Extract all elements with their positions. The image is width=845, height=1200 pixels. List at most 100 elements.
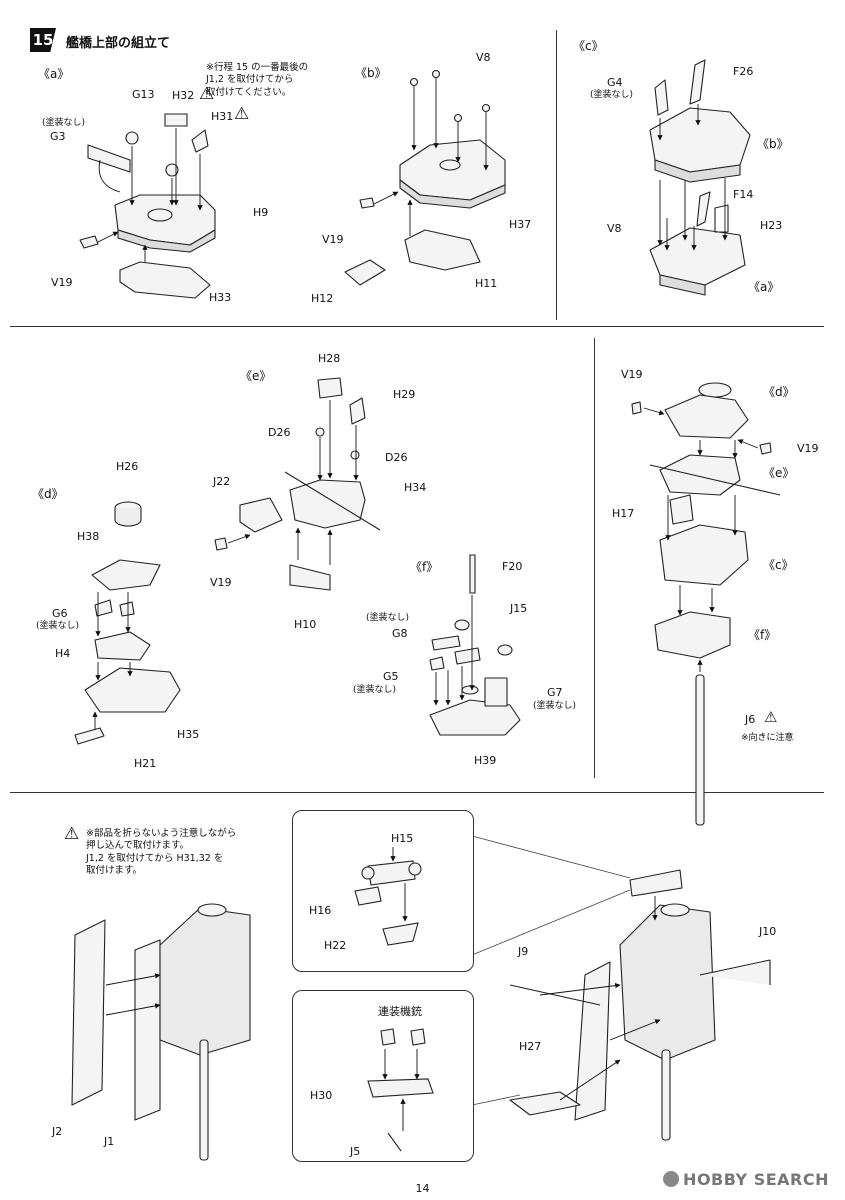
part-j5-label: J5 [350, 1145, 361, 1158]
part-v19-label-e: V19 [210, 576, 232, 589]
g6-no-paint-note: (塗装なし) [36, 621, 80, 631]
panel-c-sub-a-label: 《a》 [748, 280, 780, 294]
divider-bottom [10, 792, 824, 793]
inset-twin-mg [292, 990, 474, 1162]
part-f14-label: F14 [733, 188, 754, 201]
panel-e-drawing [214, 377, 381, 591]
part-v8-label-c: V8 [607, 222, 622, 235]
part-f20-label: F20 [502, 560, 523, 573]
g7-no-paint-note: (塗装なし) [533, 701, 577, 711]
part-j22-label: J22 [213, 475, 231, 488]
page-number: 14 [415, 1182, 430, 1195]
step-title: 艦橋上部の組立て [66, 36, 171, 51]
panel-a-drawing [79, 113, 216, 299]
panel-f-label: 《f》 [410, 560, 439, 574]
caution-icon-bottom: ⚠ [64, 824, 80, 844]
part-h16-label: H16 [309, 904, 332, 917]
part-h32-label: H32 [172, 89, 195, 102]
part-g6-label: G6 [52, 607, 68, 620]
panel-f-drawing [429, 554, 521, 736]
part-v19-label-col-right: V19 [797, 442, 819, 455]
part-h12-label: H12 [311, 292, 334, 305]
g4-no-paint-note: (塗装なし) [590, 90, 634, 100]
part-h34-label: H34 [404, 481, 427, 494]
panel-a-note: ※行程 15 の一番最後の J1,2 を取付けてから 取付けてください。 [206, 62, 309, 98]
panel-c-drawing [649, 59, 751, 296]
orient-note: ※向きに注意 [741, 733, 794, 743]
part-g4-label: G4 [607, 76, 623, 89]
watermark-logo-icon [663, 1171, 680, 1187]
part-h39-label: H39 [474, 754, 497, 767]
inset-h15-drawing [354, 847, 422, 946]
tower-left-drawing [71, 903, 251, 1161]
part-h22-label: H22 [324, 939, 347, 952]
tower-right-drawing [509, 869, 771, 1141]
part-h11-label: H11 [475, 277, 498, 290]
part-h17-label: H17 [612, 507, 635, 520]
part-h15-label: H15 [391, 832, 414, 845]
assembly-column-drawing [631, 382, 781, 826]
col-sub-f-label: 《f》 [748, 628, 777, 642]
watermark: HOBBY SEARCH [663, 1170, 829, 1189]
part-g5-label: G5 [383, 670, 399, 683]
panel-d-label: 《d》 [32, 487, 64, 501]
divider-top-right [556, 30, 557, 320]
part-h9-label: H9 [253, 206, 269, 219]
part-v19-label-a: V19 [51, 276, 73, 289]
part-j1-label: J1 [104, 1135, 115, 1148]
g8-no-paint-note: (塗装なし) [366, 613, 410, 623]
part-h28-label: H28 [318, 352, 341, 365]
panel-e-label: 《e》 [240, 369, 272, 383]
part-h38-label: H38 [77, 530, 100, 543]
part-h37-label: H37 [509, 218, 532, 231]
part-g7-label: G7 [547, 686, 563, 699]
part-g8-label: G8 [392, 627, 408, 640]
part-v8-label-b: V8 [476, 51, 491, 64]
divider-top [10, 326, 824, 327]
bottom-warning-note: ※部品を折らないよう注意しながら 押し込んで取付けます。 J1,2 を取付けてか… [86, 828, 237, 877]
part-h31-label: H31 [211, 110, 234, 123]
inset-twin-mg-drawing [367, 1028, 434, 1152]
g3-no-paint-note: (塗装なし) [42, 118, 86, 128]
panel-b-drawing [344, 69, 506, 286]
part-h27-label: H27 [519, 1040, 542, 1053]
inset-h15-h16-h22 [292, 810, 474, 972]
part-h33-label: H33 [209, 291, 232, 304]
part-h23-label: H23 [760, 219, 783, 232]
part-f26-label: F26 [733, 65, 754, 78]
part-v19-label-b: V19 [322, 233, 344, 246]
part-h10-label: H10 [294, 618, 317, 631]
part-g3-label: G3 [50, 130, 66, 143]
col-sub-d-label: 《d》 [763, 385, 795, 399]
divider-mid-right [594, 338, 595, 778]
part-j15-label: J15 [510, 602, 528, 615]
caution-icon-h31: ⚠ [234, 104, 250, 124]
part-d26-label-left: D26 [268, 426, 291, 439]
g5-no-paint-note: (塗装なし) [353, 685, 397, 695]
panel-b-label: 《b》 [355, 66, 387, 80]
inset2-title: 連装機銃 [378, 1005, 422, 1018]
part-j2-label: J2 [52, 1125, 63, 1138]
panel-c-sub-b-label: 《b》 [757, 137, 789, 151]
watermark-text: HOBBY SEARCH [683, 1170, 829, 1189]
caution-icon-h32: ⚠ [199, 84, 215, 104]
part-h21-label: H21 [134, 757, 157, 770]
panel-d-drawing [74, 501, 181, 745]
panel-a-label: 《a》 [38, 67, 70, 81]
panel-c-label: 《c》 [573, 39, 604, 53]
part-v19-label-col-top: V19 [621, 368, 643, 381]
part-h30-label: H30 [310, 1089, 333, 1102]
part-j6-label: J6 [745, 713, 756, 726]
part-h29-label: H29 [393, 388, 416, 401]
part-g13-label: G13 [132, 88, 155, 101]
part-d26-label-right: D26 [385, 451, 408, 464]
col-sub-e-label: 《e》 [763, 466, 795, 480]
part-j9-label: J9 [518, 945, 529, 958]
part-h26-label: H26 [116, 460, 139, 473]
caution-icon-j6: ⚠ [764, 708, 778, 726]
part-h35-label: H35 [177, 728, 200, 741]
part-j10-label: J10 [759, 925, 777, 938]
part-h4-label: H4 [55, 647, 71, 660]
